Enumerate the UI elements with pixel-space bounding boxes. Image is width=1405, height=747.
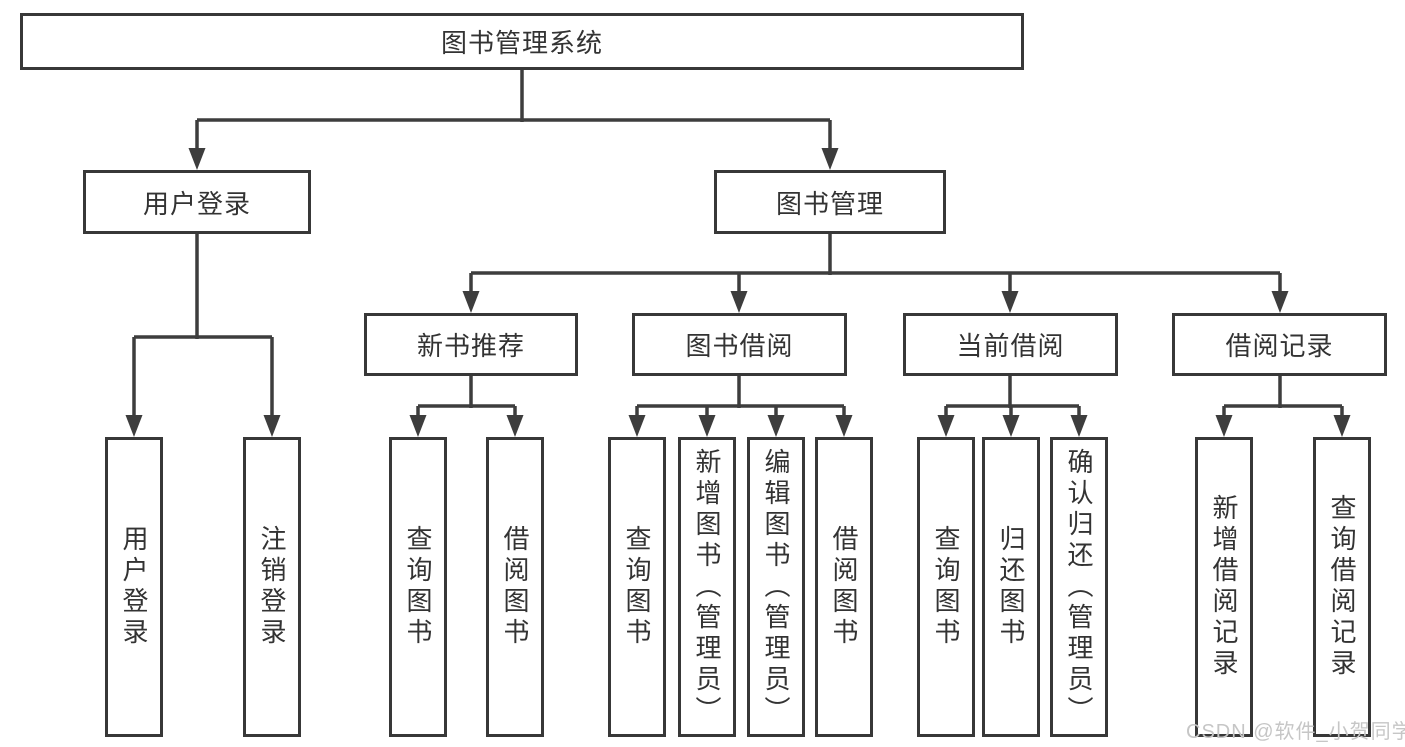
connector-book-borrow-to-leaves	[628, 374, 853, 437]
leaf-query-books-recommend: 查询图书	[389, 437, 447, 737]
node-current-borrow: 当前借阅	[903, 313, 1118, 376]
node-label: 查询图书	[403, 525, 433, 649]
node-user-login: 用户登录	[83, 170, 311, 234]
node-borrow-records: 借阅记录	[1172, 313, 1387, 376]
node-library-management-system: 图书管理系统	[20, 13, 1024, 70]
leaf-confirm-return-admin: 确认归还（管理员）	[1050, 437, 1108, 737]
leaf-return-book: 归还图书	[982, 437, 1040, 737]
leaf-query-books-borrow: 查询图书	[608, 437, 666, 737]
node-label: 编辑图书（管理员）	[761, 447, 791, 727]
node-label: 新增图书（管理员）	[692, 447, 722, 727]
node-label: 借阅记录	[1225, 331, 1334, 361]
node-label: 图书管理系统	[440, 28, 603, 58]
leaf-user-login: 用户登录	[105, 437, 163, 737]
leaf-edit-book-admin: 编辑图书（管理员）	[747, 437, 805, 737]
node-label: 确认归还（管理员）	[1064, 447, 1094, 727]
node-label: 归还图书	[996, 525, 1026, 649]
connector-root-to-level2	[188, 68, 839, 170]
node-label: 借阅图书	[500, 525, 530, 649]
connector-book-management-to-level3	[462, 232, 1289, 313]
node-label: 借阅图书	[829, 525, 859, 649]
leaf-add-borrow-record: 新增借阅记录	[1195, 437, 1253, 737]
leaf-add-book-admin: 新增图书（管理员）	[678, 437, 736, 737]
node-label: 当前借阅	[956, 331, 1065, 361]
connector-user-login-to-leaves	[125, 232, 281, 437]
connector-borrow-records-to-leaves	[1215, 374, 1351, 437]
leaf-borrow-book-recommend: 借阅图书	[486, 437, 544, 737]
leaf-query-books-current: 查询图书	[917, 437, 975, 737]
connector-current-borrow-to-leaves	[937, 374, 1088, 437]
node-book-management: 图书管理	[714, 170, 946, 234]
node-label: 新增借阅记录	[1209, 494, 1239, 680]
leaf-query-borrow-record: 查询借阅记录	[1313, 437, 1371, 737]
node-label: 图书借阅	[685, 331, 794, 361]
node-label: 查询图书	[622, 525, 652, 649]
csdn-watermark: CSDN @软件_小贺同学	[1186, 721, 1405, 743]
leaf-borrow-book: 借阅图书	[815, 437, 873, 737]
node-label: 查询借阅记录	[1327, 494, 1357, 680]
connector-new-book-recommend-to-leaves	[409, 374, 524, 437]
node-new-book-recommend: 新书推荐	[364, 313, 578, 376]
node-label: 图书管理	[775, 188, 884, 219]
node-label: 用户登录	[142, 188, 251, 219]
node-label: 查询图书	[931, 525, 961, 649]
node-book-borrow: 图书借阅	[632, 313, 847, 376]
node-label: 注销登录	[257, 525, 287, 649]
node-label: 用户登录	[119, 525, 149, 649]
leaf-logout: 注销登录	[243, 437, 301, 737]
node-label: 新书推荐	[416, 331, 525, 361]
